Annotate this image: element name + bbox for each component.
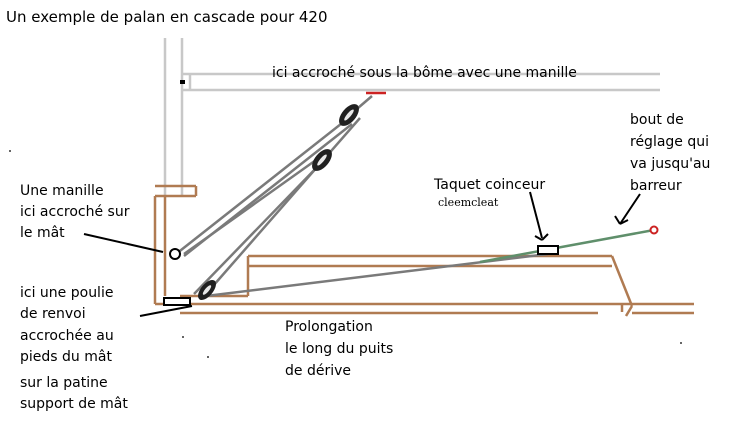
boom — [182, 72, 660, 92]
tail-line-text: va jusqu'au — [630, 156, 710, 172]
lower-block-icon — [198, 280, 216, 300]
turning-block-plate — [163, 297, 191, 306]
turning-block-line: support de mât — [20, 396, 128, 412]
mast-shackle-line: ici accroché sur — [20, 204, 130, 220]
turning-block-line: accrochée au — [20, 328, 114, 344]
tail-end — [649, 225, 659, 235]
mast-shackle-label: Une manille ici accroché sur le mât — [20, 183, 130, 241]
extension-label: Prolongation le long du puits de dérive — [285, 319, 393, 379]
turning-block-line: ici une poulie — [20, 285, 113, 301]
mast-collar — [153, 184, 198, 304]
tail-line-text: réglage qui — [630, 134, 709, 150]
turning-block-line: sur la patine — [20, 375, 108, 391]
tail-line-text: barreur — [630, 178, 682, 194]
middle-block-icon — [312, 149, 332, 171]
mast — [163, 38, 184, 196]
extension-line: de dérive — [285, 363, 351, 379]
mast-shackle-line: Une manille — [20, 183, 104, 199]
mast-shackle-line: le mât — [20, 225, 65, 241]
centreboard-trunk — [155, 254, 694, 317]
turning-block-line: de renvoi — [20, 306, 86, 322]
turning-block-label: ici une poulie de renvoi accrochée au pi… — [20, 285, 128, 412]
pointer-lines — [83, 191, 641, 317]
extension-line: le long du puits — [285, 341, 393, 357]
tail-line-text: bout de — [630, 112, 684, 128]
mast-shackle-icon — [169, 248, 181, 260]
boom-label: ici accroché sous la bôme avec une manil… — [272, 65, 577, 81]
boom-fitting — [180, 80, 185, 84]
stray-dots — [9, 150, 682, 358]
upper-block-icon — [339, 104, 359, 126]
turning-block-line: pieds du mât — [20, 349, 112, 365]
tail-line — [479, 228, 655, 264]
extension-line: Prolongation — [285, 319, 373, 335]
cleat-icon — [537, 245, 559, 255]
tail-label: bout de réglage qui va jusqu'au barreur — [630, 112, 710, 194]
cleat-label: Taquet coinceur — [433, 177, 545, 193]
cleat-sublabel: cleemcleat — [438, 196, 499, 209]
diagram-title: Un exemple de palan en cascade pour 420 — [6, 8, 328, 26]
